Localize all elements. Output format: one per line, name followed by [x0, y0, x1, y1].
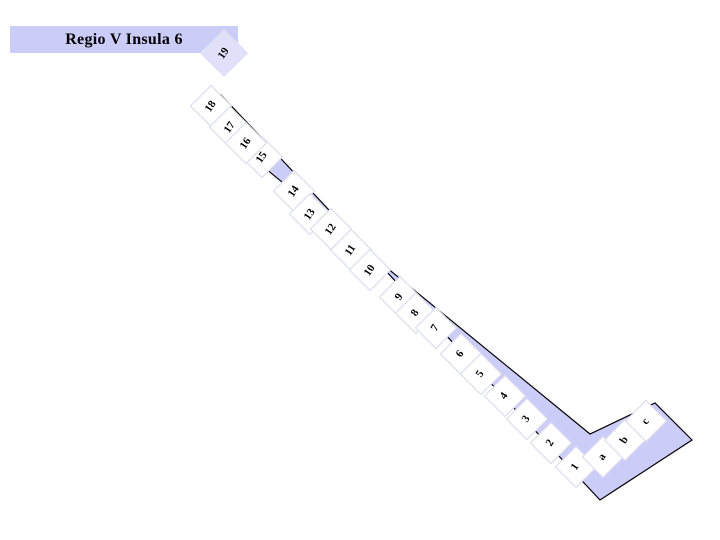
parcel-label: 16 — [237, 134, 254, 151]
parcel-label: 4 — [498, 390, 512, 402]
parcel-label: a — [596, 451, 610, 463]
parcel-label: 2 — [544, 437, 558, 449]
parcel-label: 6 — [454, 348, 468, 360]
parcel-label: 12 — [322, 220, 339, 237]
parcel-label: b — [617, 433, 632, 446]
parcel-label: 19 — [215, 44, 232, 61]
parcel-label: 11 — [342, 242, 359, 258]
parcel-label: 8 — [409, 307, 423, 319]
title-banner: Regio V Insula 6 — [10, 26, 238, 53]
parcel-label: 10 — [361, 261, 378, 278]
parcel-label: 5 — [474, 368, 488, 380]
parcel-label: 7 — [429, 322, 443, 334]
parcel-label: 3 — [520, 413, 534, 425]
parcel-label: 9 — [393, 291, 407, 303]
parcel-label: 13 — [301, 205, 318, 222]
parcel-label: c — [639, 415, 652, 427]
parcel-label: 18 — [202, 97, 219, 114]
page-title: Regio V Insula 6 — [65, 30, 183, 48]
parcel-label: 1 — [569, 461, 583, 473]
parcel-label: 14 — [285, 182, 302, 199]
